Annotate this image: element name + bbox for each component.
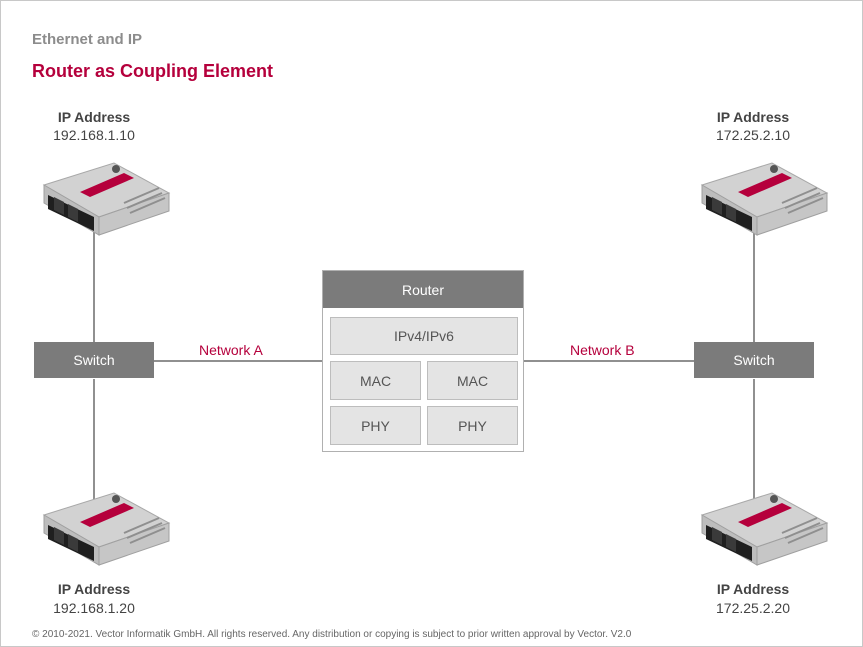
ecu-device-bottom-right [700, 492, 829, 566]
router-ip-layer: IPv4/IPv6 [330, 317, 518, 355]
switch-left: Switch [34, 342, 154, 378]
ip-address-bottom-left: 192.168.1.20 [53, 600, 135, 616]
ecu-icon [700, 162, 829, 236]
link-switch-to-bottom-left-ecu [93, 379, 95, 503]
network-a-label: Network A [199, 342, 263, 358]
router-phy-right: PHY [427, 406, 518, 445]
slide-title: Router as Coupling Element [32, 61, 274, 81]
router-title: Router [323, 271, 523, 308]
link-switch-to-bottom-right-ecu [753, 379, 755, 503]
ecu-device-top-right [700, 162, 829, 236]
router-mac-left: MAC [330, 361, 421, 400]
ecu-icon [42, 492, 171, 566]
ip-address-top-left: 192.168.1.10 [53, 127, 135, 143]
ip-label-bottom-right: IP Address [716, 581, 790, 597]
ecu-icon [42, 162, 171, 236]
ip-address-bottom-right: 172.25.2.20 [716, 600, 790, 616]
router-mac-right: MAC [427, 361, 518, 400]
ip-address-top-right: 172.25.2.10 [716, 127, 790, 143]
switch-right: Switch [694, 342, 814, 378]
ip-label-top-left: IP Address [57, 109, 131, 125]
network-b-label: Network B [570, 342, 635, 358]
link-top-right-ecu-to-switch [753, 215, 755, 343]
ip-label-bottom-left: IP Address [57, 581, 131, 597]
slide-subtitle: Ethernet and IP [32, 31, 143, 48]
router-phy-left: PHY [330, 406, 421, 445]
copyright-footer: © 2010-2021. Vector Informatik GmbH. All… [32, 629, 632, 640]
ip-label-top-right: IP Address [716, 109, 790, 125]
link-network-b [523, 360, 695, 362]
link-network-a [153, 360, 323, 362]
ecu-device-top-left [42, 162, 171, 236]
link-top-left-ecu-to-switch [93, 215, 95, 343]
router-box: Router IPv4/IPv6 MAC MAC PHY PHY [322, 270, 524, 452]
ecu-icon [700, 492, 829, 566]
ecu-device-bottom-left [42, 492, 171, 566]
